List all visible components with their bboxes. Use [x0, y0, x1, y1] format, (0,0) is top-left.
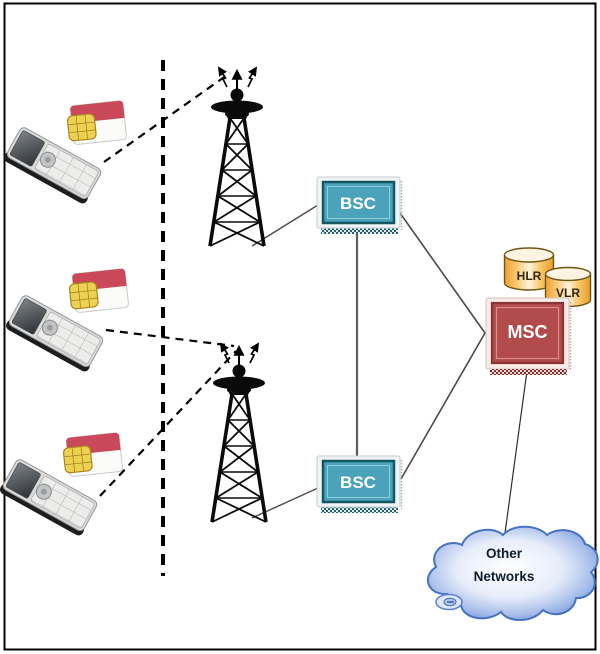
- msc-base: [490, 369, 567, 375]
- msc-label: MSC: [508, 322, 548, 342]
- vlr-label: VLR: [556, 286, 580, 300]
- radio-link-mobile3-tower2: [99, 350, 237, 497]
- radio-link-mobile2-tower2: [105, 328, 235, 348]
- hlr-label: HLR: [517, 269, 542, 283]
- bsc1-base: [321, 228, 398, 234]
- mobile-station-1: [1, 99, 128, 206]
- other-networks-label-line1: Other: [486, 546, 523, 561]
- other-networks-cloud: Other Networks: [426, 525, 599, 621]
- link-bsc2-msc: [400, 332, 486, 480]
- bsc2-label: BSC: [340, 473, 376, 492]
- network-cloud-icon: [426, 525, 599, 621]
- bsc2-node: BSC: [316, 455, 403, 513]
- mobile-station-3: [0, 431, 124, 538]
- bsc2-base: [321, 507, 398, 513]
- radio-link-mobile1-tower1: [103, 72, 231, 163]
- diagram-border: [3, 2, 597, 651]
- link-msc-cloud: [504, 370, 528, 534]
- bsc1-label: BSC: [340, 194, 376, 213]
- other-networks-label-line2: Networks: [474, 569, 535, 584]
- cell-tower-2: [212, 344, 266, 522]
- link-bsc1-msc: [399, 212, 486, 334]
- bsc1-node: BSC: [316, 176, 403, 234]
- msc-node: MSC: [485, 297, 572, 375]
- cell-tower-1: [210, 68, 264, 246]
- cloud-swirl-icon: [435, 593, 463, 611]
- mobile-station-2: [3, 267, 130, 374]
